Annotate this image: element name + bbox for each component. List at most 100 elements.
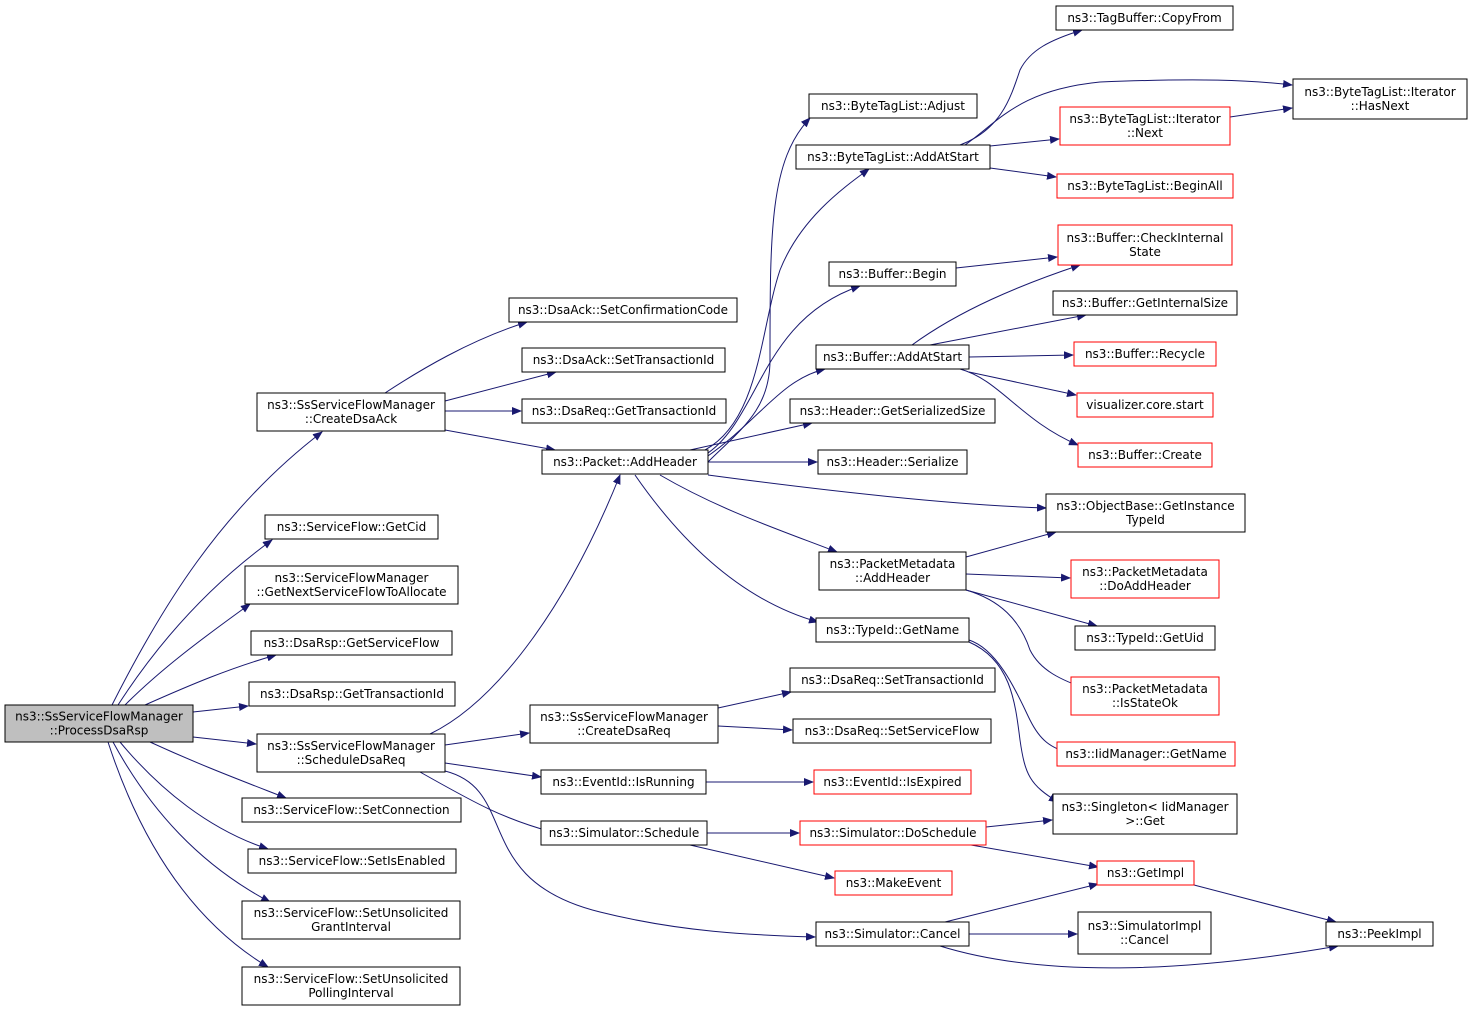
node-btl-begin-all[interactable]: ns3::ByteTagList::BeginAll [1056,173,1234,199]
node-dsa-ack-set-tid[interactable]: ns3::DsaAck::SetTransactionId [521,347,726,373]
node-btl-iter-next[interactable]: ns3::ByteTagList::Iterator::Next [1059,106,1231,146]
node-label-line: ns3::DsaRsp::GetServiceFlow [264,636,440,650]
edge-process-dsa-rsp-to-dsa-rsp-get-tid [192,702,249,713]
node-dsa-req-set-sf[interactable]: ns3::DsaReq::SetServiceFlow [792,718,992,744]
node-singleton-get[interactable]: ns3::Singleton< IidManager>::Get [1052,793,1238,835]
node-label-line: ns3::IidManager::GetName [1065,747,1226,761]
node-label-line: ::GetNextServiceFlowToAllocate [256,585,446,599]
node-event-is-expired[interactable]: ns3::EventId::IsExpired [813,769,972,795]
node-set-unsol-grant[interactable]: ns3::ServiceFlow::SetUnsolicitedGrantInt… [241,900,461,940]
edge-type-id-get-name-to-iid-get-name [968,639,1073,756]
node-get-cid[interactable]: ns3::ServiceFlow::GetCid [264,514,439,540]
node-create-dsa-req[interactable]: ns3::SsServiceFlowManager::CreateDsaReq [529,704,719,744]
node-tag-copy-from[interactable]: ns3::TagBuffer::CopyFrom [1055,5,1234,31]
node-pm-is-state-ok[interactable]: ns3::PacketMetadata::IsStateOk [1070,676,1220,716]
node-box [795,144,991,170]
node-add-header[interactable]: ns3::Packet::AddHeader [541,449,709,475]
node-type-id-get-uid[interactable]: ns3::TypeId::GetUid [1074,625,1216,651]
node-dsa-rsp-get-sf[interactable]: ns3::DsaRsp::GetServiceFlow [250,630,453,656]
node-box [789,398,996,424]
node-label-line: PollingInterval [308,986,393,1000]
edge-process-dsa-rsp-to-set-unsol-poll [107,741,269,968]
node-process-dsa-rsp[interactable]: ns3::SsServiceFlowManager::ProcessDsaRsp [4,704,194,743]
node-label-line: ns3::Simulator::Schedule [549,826,700,840]
edge-schedule-dsa-req-to-event-is-running [444,762,542,780]
node-hdr-get-ser-size[interactable]: ns3::Header::GetSerializedSize [789,398,996,424]
edge-add-header-to-btl-add-at-start [704,168,870,451]
node-box [244,565,459,605]
node-hdr-serialize[interactable]: ns3::Header::Serialize [817,449,968,475]
node-label-line: ns3::Buffer::Recycle [1085,347,1205,361]
node-schedule-dsa-req[interactable]: ns3::SsServiceFlowManager::ScheduleDsaRe… [256,733,446,773]
node-iid-get-name[interactable]: ns3::IidManager::GetName [1056,741,1236,767]
node-buf-get-int-size[interactable]: ns3::Buffer::GetInternalSize [1052,290,1238,316]
edge-btl-add-at-start-to-btl-iter-has-next [964,79,1293,146]
node-pm-add-header[interactable]: ns3::PacketMetadata::AddHeader [818,551,967,591]
edge-sim-schedule-to-make-event [689,844,835,880]
edge-sim-cancel-to-peek-impl [939,943,1339,969]
node-btl-add-at-start[interactable]: ns3::ByteTagList::AddAtStart [795,144,991,170]
node-label-line: ns3::SimulatorImpl [1088,919,1202,933]
node-dsa-rsp-get-tid[interactable]: ns3::DsaRsp::GetTransactionId [248,681,456,707]
node-box [1076,392,1214,418]
node-sim-impl-cancel[interactable]: ns3::SimulatorImpl::Cancel [1077,911,1212,955]
edge-create-dsa-ack-to-dsa-ack-set-tid [444,370,557,402]
node-make-event[interactable]: ns3::MakeEvent [834,870,953,896]
node-label-line: TypeId [1125,513,1165,527]
node-box [808,93,978,119]
node-get-next-sf[interactable]: ns3::ServiceFlowManager::GetNextServiceF… [244,565,459,605]
node-buf-add-at-start[interactable]: ns3::Buffer::AddAtStart [815,344,970,370]
edge-pm-add-header-to-pm-is-state-ok [965,589,1091,691]
node-pm-do-add-header[interactable]: ns3::PacketMetadata::DoAddHeader [1070,559,1220,599]
edge-process-dsa-rsp-to-get-cid [117,539,273,706]
node-label-line: ns3::DsaReq::SetServiceFlow [805,724,980,738]
node-get-impl[interactable]: ns3::GetImpl [1096,860,1195,886]
node-label-line: ns3::TagBuffer::CopyFrom [1067,11,1221,25]
node-type-id-get-name[interactable]: ns3::TypeId::GetName [815,617,970,643]
node-box [1292,78,1468,120]
node-set-conf-code[interactable]: ns3::DsaAck::SetConfirmationCode [508,297,738,323]
node-label-line: ns3::ServiceFlow::SetConnection [253,803,449,817]
node-label-line: ns3::ByteTagList::Adjust [821,99,965,113]
node-btl-adjust[interactable]: ns3::ByteTagList::Adjust [808,93,978,119]
node-btl-iter-has-next[interactable]: ns3::ByteTagList::Iterator::HasNext [1292,78,1468,120]
node-box [818,551,967,591]
node-peek-impl[interactable]: ns3::PeekImpl [1325,921,1434,947]
node-set-is-enabled[interactable]: ns3::ServiceFlow::SetIsEnabled [247,848,457,874]
node-set-unsol-poll[interactable]: ns3::ServiceFlow::SetUnsolicitedPollingI… [241,966,461,1006]
edge-add-header-to-hdr-get-ser-size [689,421,813,451]
node-dsa-req-set-tid[interactable]: ns3::DsaReq::SetTransactionId [789,667,996,693]
edge-add-header-to-buf-add-at-start [704,367,826,459]
node-box [815,617,970,643]
node-label-line: ns3::MakeEvent [846,876,942,890]
node-create-dsa-ack[interactable]: ns3::SsServiceFlowManager::CreateDsaAck [256,392,446,432]
node-box [540,769,707,795]
node-dsa-req-get-tid[interactable]: ns3::DsaReq::GetTransactionId [521,398,727,424]
node-buf-begin[interactable]: ns3::Buffer::Begin [828,261,957,287]
node-buf-create[interactable]: ns3::Buffer::Create [1077,442,1213,468]
node-sim-cancel[interactable]: ns3::Simulator::Cancel [815,921,970,947]
node-box [250,630,453,656]
node-box [241,900,461,940]
node-label-line: ns3::EventId::IsRunning [552,775,694,789]
node-label-line: ns3::ServiceFlow::SetIsEnabled [259,854,446,868]
node-viz-start[interactable]: visualizer.core.start [1076,392,1214,418]
node-event-is-running[interactable]: ns3::EventId::IsRunning [540,769,707,795]
node-set-connection[interactable]: ns3::ServiceFlow::SetConnection [241,797,462,823]
node-box [1096,860,1195,886]
node-box [1077,911,1212,955]
node-label-line: ns3::Simulator::Cancel [824,927,960,941]
edge-create-dsa-ack-to-add-header [444,429,556,453]
node-sim-do-schedule[interactable]: ns3::Simulator::DoSchedule [799,820,987,846]
node-buf-recycle[interactable]: ns3::Buffer::Recycle [1073,341,1217,367]
node-label-line: ns3::ByteTagList::Iterator [1069,112,1220,126]
node-label-line: ::DoAddHeader [1099,579,1191,593]
node-sim-schedule[interactable]: ns3::Simulator::Schedule [540,820,708,846]
node-label-line: ns3::DsaRsp::GetTransactionId [260,687,444,701]
node-box [1055,5,1234,31]
node-box [541,449,709,475]
node-box [521,347,726,373]
node-box [813,769,972,795]
